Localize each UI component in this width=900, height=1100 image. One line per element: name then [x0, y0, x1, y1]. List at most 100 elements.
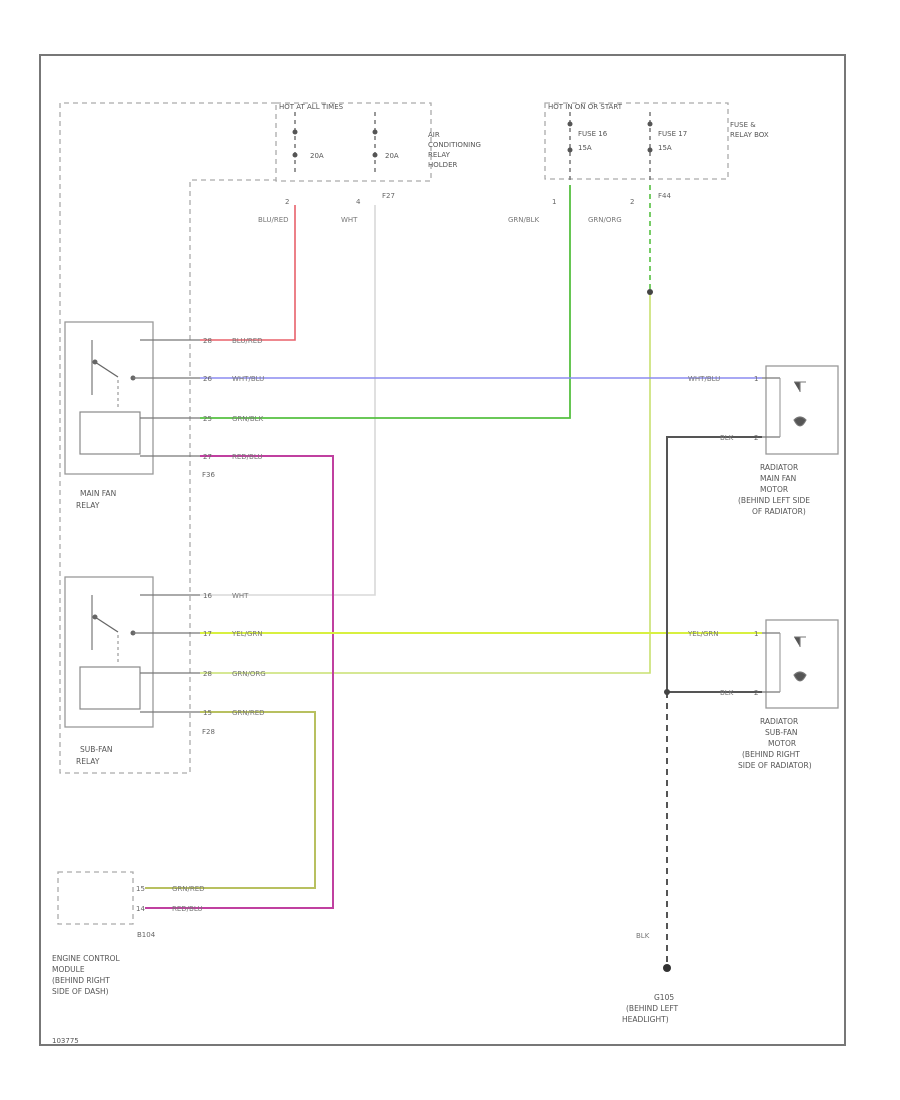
- sub-relay-pin-4: 15: [203, 709, 212, 717]
- diagram-code: 103775: [52, 1037, 79, 1045]
- ac-holder-label-2: CONDITIONING: [428, 141, 481, 149]
- main-relay-pin-3: 25: [203, 415, 212, 423]
- splice-blk: [664, 689, 670, 695]
- wire-label-ground-blk: BLK: [636, 932, 650, 940]
- outer-frame: [39, 54, 846, 1046]
- sub-motor-label-1: RADIATOR: [760, 717, 798, 726]
- main-relay-pin-1: 28: [203, 337, 212, 345]
- fuse-16-node-a: [567, 121, 573, 127]
- ecm-pin-1: 15: [136, 885, 145, 893]
- ac-holder-label-3: RELAY: [428, 151, 451, 159]
- engine-room-dashed-boundary: [59, 102, 276, 774]
- ground-label-2: (BEHIND LEFT: [626, 1004, 679, 1013]
- fuse-17-node-a: [647, 121, 653, 127]
- sub-fan-motor: 1 2 YEL/GRN BLK RADIATOR SUB-FAN MOTOR (…: [687, 619, 839, 770]
- ecm-box: [57, 871, 134, 925]
- wire-grn-red: [145, 711, 316, 889]
- ac-holder-pin-1: 2: [285, 198, 289, 206]
- wire-label-wht-top: WHT: [341, 216, 358, 224]
- ecm-pin-2: 14: [136, 905, 145, 913]
- ecm-label-3: (BEHIND RIGHT: [52, 976, 110, 985]
- fuse-box-pin-1: 1: [552, 198, 556, 206]
- fuse-2-rating: 20A: [385, 152, 399, 160]
- ac-holder-conn: F27: [382, 192, 395, 200]
- wire-grn-blk: [200, 185, 571, 419]
- main-relay-conn: F36: [202, 471, 215, 479]
- main-motor-label-3: MOTOR: [760, 485, 788, 494]
- sub-relay-label-1: SUB-FAN: [80, 745, 112, 754]
- fuse-17-rating: 15A: [658, 144, 672, 152]
- fuse-box-label-2: RELAY BOX: [730, 131, 769, 139]
- wire-label-ecm-grn-red: GRN/RED: [172, 885, 205, 893]
- wire-label-m-wht-blu: WHT/BLU: [232, 375, 264, 383]
- main-motor-label-1: RADIATOR: [760, 463, 798, 472]
- main-motor-fan-icon: [793, 381, 807, 427]
- sub-motor-pin-b: 2: [754, 689, 758, 697]
- main-motor-label-4: (BEHIND LEFT SIDE: [738, 496, 810, 505]
- fuse-17-node-b: [647, 147, 653, 153]
- ecm-label-1: ENGINE CONTROL: [52, 954, 121, 963]
- sub-relay-label-2: RELAY: [76, 757, 100, 766]
- ac-relay-holder-box: [275, 102, 432, 182]
- wire-label-blu-red-top: BLU/RED: [258, 216, 289, 224]
- wire-label-motor1-blk: BLK: [720, 434, 734, 442]
- fuse-2-node-a: [372, 129, 378, 135]
- sub-motor-label-5: SIDE OF RADIATOR): [738, 761, 812, 770]
- ac-holder-pin-2: 4: [356, 198, 361, 206]
- main-relay-box: [64, 321, 154, 475]
- ecm-label-2: MODULE: [52, 965, 85, 974]
- main-relay-pin-4: 27: [203, 453, 212, 461]
- main-relay-pin-2: 26: [203, 375, 212, 383]
- main-fan-motor: 1 2 WHT/BLU BLK RADIATOR MAIN FAN MOTOR …: [688, 365, 839, 516]
- engine-control-module: 15 14 GRN/RED RED/BLU B104 ENGINE CONTRO…: [52, 871, 205, 996]
- sub-relay-pin-2: 17: [203, 630, 212, 638]
- main-motor-label-2: MAIN FAN: [760, 474, 796, 483]
- ground-g105: BLK G105 (BEHIND LEFT HEADLIGHT): [622, 932, 679, 1024]
- sub-relay-pivot: [92, 614, 98, 620]
- wire-label-motor2-yel-grn: YEL/GRN: [687, 630, 718, 638]
- wire-label-m-blu-red: BLU/RED: [232, 337, 263, 345]
- ac-relay-holder: HOT AT ALL TIMES AIR CONDITIONING RELAY …: [258, 102, 481, 224]
- main-relay-label-2: RELAY: [76, 501, 100, 510]
- fuse-relay-box-outline: [544, 102, 729, 180]
- fuse-16-rating: 15A: [578, 144, 592, 152]
- wire-label-s-yel-grn: YEL/GRN: [231, 630, 262, 638]
- fuse-2-node-b: [372, 152, 378, 158]
- wire-label-ecm-red-blu: RED/BLU: [172, 905, 203, 913]
- wire-grn-org: [200, 290, 651, 674]
- wire-red-blu: [145, 455, 334, 909]
- fuse-1-node-a: [292, 129, 298, 135]
- ground-terminal: [663, 964, 671, 972]
- ac-holder-label-1: AIR: [428, 131, 440, 139]
- sub-relay-switch-arm: [94, 616, 119, 633]
- sub-relay-pin-3: 28: [203, 670, 212, 678]
- wire-blk-main: [666, 436, 762, 692]
- main-motor-pin-b: 2: [754, 434, 758, 442]
- wires-group: [145, 185, 762, 968]
- main-motor-box: [765, 365, 839, 455]
- wire-label-grn-blk-top: GRN/BLK: [508, 216, 540, 224]
- fuse-box-label-top: HOT IN ON OR START: [548, 103, 623, 111]
- main-relay-pivot: [92, 359, 98, 365]
- sub-motor-label-3: MOTOR: [768, 739, 796, 748]
- main-motor-pin-a: 1: [754, 375, 758, 383]
- main-relay-switch-arm: [94, 361, 119, 378]
- main-motor-label-5: OF RADIATOR): [752, 507, 806, 516]
- fuse-16-name: FUSE 16: [578, 130, 608, 138]
- sub-motor-box: [765, 619, 839, 709]
- sub-motor-label-4: (BEHIND RIGHT: [742, 750, 800, 759]
- main-relay-coil: [79, 411, 141, 455]
- sub-relay-box: [64, 576, 154, 728]
- sub-relay-conn: F28: [202, 728, 215, 736]
- wire-label-m-grn-blk: GRN/BLK: [232, 415, 264, 423]
- fuse-1-rating: 20A: [310, 152, 324, 160]
- wire-label-grn-org-top: GRN/ORG: [588, 216, 622, 224]
- main-fan-relay: MAIN FAN RELAY F36 28 26 25 27 BLU/RED W…: [64, 321, 264, 510]
- sub-fan-relay: SUB-FAN RELAY F28 16 17 28 15 WHT YEL/GR…: [64, 576, 266, 766]
- fuse-17-name: FUSE 17: [658, 130, 687, 138]
- fuse-relay-box: HOT IN ON OR START FUSE & RELAY BOX FUSE…: [508, 102, 769, 295]
- main-relay-label-1: MAIN FAN: [80, 489, 116, 498]
- fuse-16-node-b: [567, 147, 573, 153]
